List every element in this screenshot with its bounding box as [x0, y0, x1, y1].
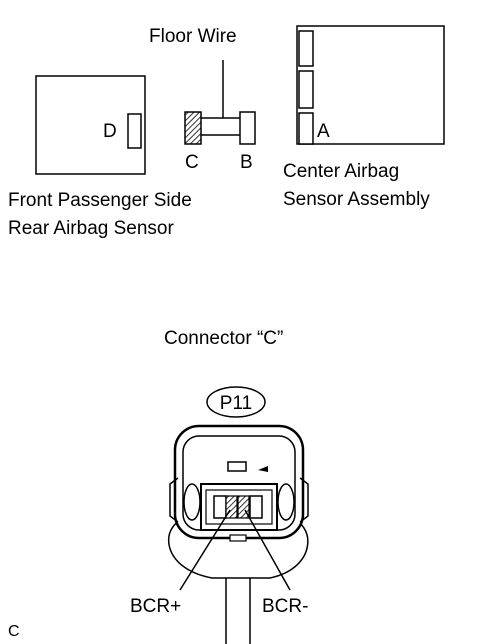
wire-loop — [167, 517, 309, 579]
corner-tag: C — [8, 623, 20, 640]
terminal-1 — [213, 495, 227, 519]
front-sensor-label-line1: Front Passenger Side — [8, 190, 192, 211]
terminal-3 — [237, 495, 250, 519]
connector-code-badge: P11 — [206, 386, 266, 418]
terminal-cavity — [205, 489, 273, 525]
bottom-key — [229, 534, 247, 542]
center-sensor-label-line2: Sensor Assembly — [283, 189, 430, 210]
floor-wire-label: Floor Wire — [149, 26, 237, 47]
center-sensor-label-line1: Center Airbag — [283, 161, 399, 182]
center-airbag-sensor-assembly: A — [296, 25, 445, 145]
connector-slot-middle — [298, 70, 314, 109]
connector-a-shape — [298, 112, 314, 145]
terminal-2 — [225, 495, 238, 519]
leader-bcr-minus — [244, 509, 291, 591]
top-key — [227, 461, 247, 472]
connector-a-label: A — [317, 121, 330, 142]
floor-wire-body — [199, 117, 242, 136]
connector-b-shape — [239, 111, 256, 145]
connector-d-shape — [127, 113, 142, 149]
lock-right — [299, 477, 309, 523]
connector-code-label: P11 — [220, 393, 252, 414]
front-sensor-label-line2: Rear Airbag Sensor — [8, 218, 174, 239]
terminal-4 — [249, 495, 263, 519]
leader-bcr-plus — [179, 509, 231, 591]
connector-c-shape — [184, 111, 202, 145]
pin-bcr-plus-label: BCR+ — [130, 596, 181, 617]
pin-bcr-minus-label: BCR- — [262, 596, 308, 617]
connector-d-label: D — [103, 121, 117, 142]
connector-b-label: B — [240, 152, 253, 173]
orientation-mark — [258, 466, 268, 472]
front-passenger-rear-airbag-sensor: D — [35, 75, 146, 175]
lock-left — [169, 477, 179, 523]
connector-c-face-view — [167, 424, 309, 644]
connector-c-label: C — [185, 152, 199, 173]
connector-title: Connector “C” — [164, 328, 283, 349]
connector-slot-top — [298, 30, 314, 67]
floor-wire: Floor Wire C B — [149, 26, 256, 173]
